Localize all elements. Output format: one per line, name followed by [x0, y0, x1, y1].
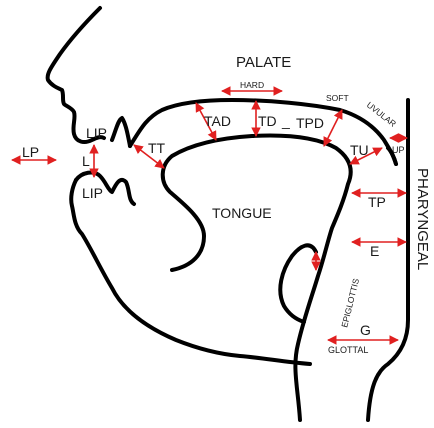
- lp-label: LP: [22, 144, 39, 160]
- epiglottis-outline: [280, 245, 316, 322]
- up-label: UP: [392, 145, 405, 155]
- tpd-arrow: [324, 110, 342, 146]
- tongue-label: TONGUE: [212, 205, 272, 221]
- glottal-label: GLOTTAL: [328, 345, 368, 355]
- lower-face-outline: [71, 180, 310, 364]
- palate-label: PALATE: [236, 54, 291, 71]
- lip-upper-label: LIP: [86, 125, 107, 141]
- tad-label: TAD: [204, 113, 231, 129]
- lip-lower-label: LIP: [82, 185, 103, 201]
- upper-face-outline: [48, 8, 104, 142]
- epiglottis-label: EPIGLOTTIS: [339, 277, 361, 328]
- hard-label: HARD: [240, 80, 264, 90]
- pharyngeal-label: PHARYNGEAL: [414, 168, 431, 270]
- tu-label: TU: [350, 142, 369, 158]
- e-label: E: [370, 243, 379, 259]
- g-label: G: [360, 322, 371, 338]
- tpd-label: TPD: [296, 115, 324, 131]
- upper-teeth-outline: [112, 118, 130, 146]
- td-underscore: _: [281, 113, 290, 129]
- soft-label: SOFT: [326, 93, 349, 103]
- tongue-outline: [163, 136, 351, 421]
- tp-label: TP: [368, 194, 386, 210]
- tt-label: TT: [148, 140, 166, 156]
- l-label: L: [82, 153, 90, 169]
- td-label: TD: [258, 113, 277, 129]
